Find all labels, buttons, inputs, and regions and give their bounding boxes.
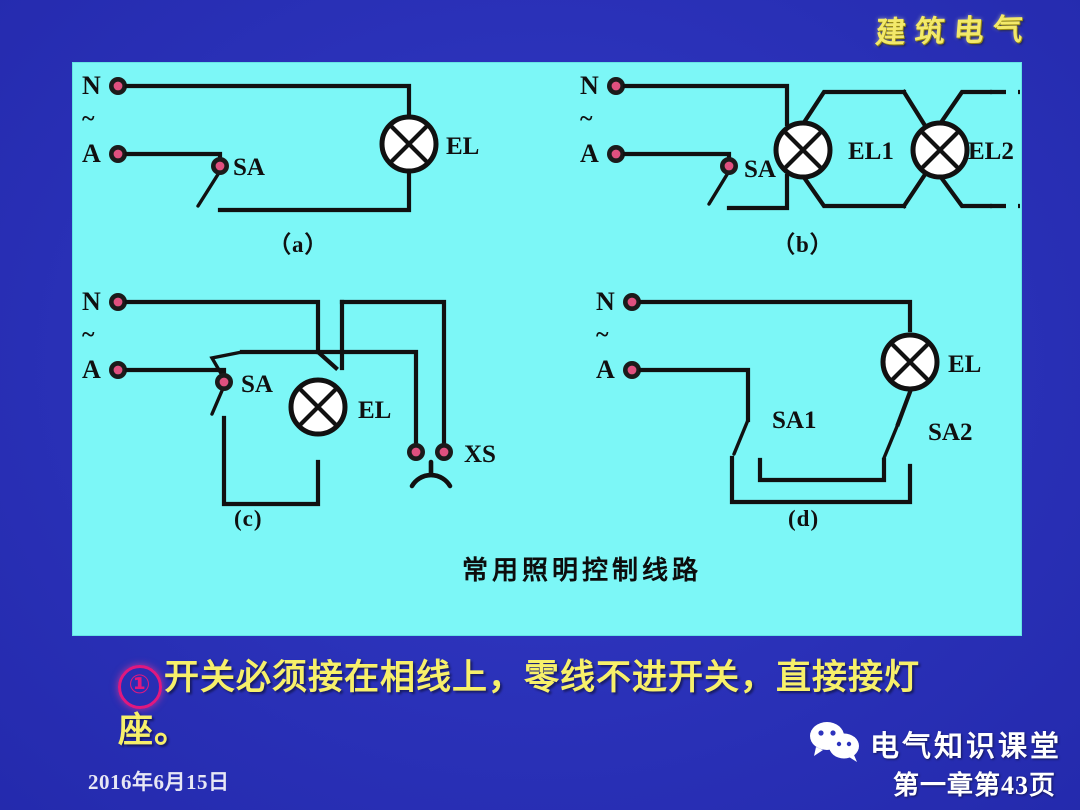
wechat-account-name: 电气知识课堂: [869, 728, 1062, 763]
device-label-EL-d: EL: [948, 351, 981, 378]
lead-EL2-bottom-out: [937, 173, 993, 209]
subfigure-label-b: （b）: [772, 231, 834, 257]
wire-live-to-socket-c: [239, 349, 419, 451]
device-label-EL1-b: EL1: [848, 138, 894, 165]
terminal-label-supply-d: ~: [596, 322, 609, 348]
subfigure-b: N ~ A: [580, 71, 1020, 257]
terminal-dot-A-b: [607, 145, 625, 163]
wechat-footer: 电气知识课堂 第一章第43页: [808, 720, 1062, 802]
bullet-marker: ①: [118, 665, 162, 709]
figure-caption: 常用照明控制线路: [462, 555, 702, 586]
terminal-label-N-d: N: [596, 287, 615, 316]
lamp-EL-c: [291, 380, 345, 434]
page-label: 第一章第43页: [892, 771, 1056, 800]
lamp-EL1-b: [776, 123, 830, 177]
device-label-SA-b: SA: [744, 156, 776, 183]
terminal-label-A-c: A: [82, 355, 101, 384]
wire-switch-to-lamp-c: [221, 415, 321, 507]
switch-pivot-SA-c: [215, 373, 233, 391]
terminal-label-supply-c: ~: [82, 322, 95, 348]
lamp-EL2-b: [913, 123, 967, 177]
terminal-label-supply-a: ~: [82, 106, 95, 132]
device-label-SA-c: SA: [241, 371, 273, 398]
circuit-diagram-svg: N ~ A SA EL （a） N: [82, 71, 1020, 586]
terminal-label-supply-b: ~: [580, 106, 593, 132]
terminal-label-A-a: A: [82, 139, 101, 168]
terminal-dot-A-a: [109, 145, 127, 163]
wire-neutral-b: [622, 83, 790, 127]
subfigure-c: N ~ A: [82, 287, 496, 531]
terminal-dot-A-d: [623, 361, 641, 379]
wire-switch-to-lamp-a: [217, 169, 412, 213]
device-label-EL-a: EL: [446, 133, 479, 160]
socket-arc-XS-c: [409, 472, 453, 489]
wire-live-d: [638, 367, 751, 423]
lead-EL2-bottom-in: [901, 173, 927, 209]
terminal-label-A-d: A: [596, 355, 615, 384]
wire-neutral-a: [124, 83, 412, 120]
lead-EL2-top-in: [901, 89, 927, 127]
wire-neutral-to-socket-c: [339, 299, 447, 451]
socket-terminal-left-c: [407, 443, 425, 461]
traveller-lower-d: [729, 455, 913, 505]
device-label-SA1-d: SA1: [772, 407, 816, 434]
switch-pivot-SA-a: [211, 157, 229, 175]
socket-terminal-right-c: [435, 443, 453, 461]
lamp-EL-d: [883, 335, 937, 389]
lead-EL2-top-out: [937, 89, 993, 127]
wire-live-a: [124, 151, 223, 169]
terminal-dot-N-b: [607, 77, 625, 95]
wire-neutral-d: [638, 299, 913, 333]
wire-neutral-c: [124, 299, 321, 355]
terminal-dot-N-a: [109, 77, 127, 95]
terminal-dot-N-d: [623, 293, 641, 311]
slide-date: 2016年6月15日: [88, 770, 230, 794]
lamp-EL-a: [382, 117, 436, 171]
device-label-SA2-d: SA2: [928, 419, 972, 446]
traveller-upper-d: [757, 457, 887, 483]
switch-blade-SA2-d: [882, 422, 900, 460]
subfigure-label-a: （a）: [268, 231, 329, 257]
device-label-SA-a: SA: [233, 154, 265, 181]
lead-EL1-bottom: [800, 173, 907, 209]
lead-EL-top-c: [315, 349, 339, 371]
course-brand-title: 建筑电气: [874, 12, 1034, 51]
terminal-label-A-b: A: [580, 139, 599, 168]
wechat-name-row: 电气知识课堂: [808, 720, 1062, 767]
wire-SA2-to-lamp-d: [895, 389, 913, 427]
device-label-EL2-b: EL2: [968, 138, 1014, 165]
terminal-label-N-b: N: [580, 71, 599, 100]
terminal-label-N-c: N: [82, 287, 101, 316]
figure-panel: N ~ A SA EL （a） N: [72, 62, 1022, 636]
terminal-dot-A-c: [109, 361, 127, 379]
subfigure-a: N ~ A SA EL （a）: [82, 71, 479, 257]
lead-EL1-top: [800, 89, 907, 127]
bullet-text: 开关必须接在相线上，零线不进开关，直接接灯座。: [118, 658, 921, 751]
subfigure-d: N ~ A SA1 SA2 EL (d: [596, 287, 981, 531]
terminal-dot-N-c: [109, 293, 127, 311]
wire-live-b: [622, 151, 732, 169]
wire-switch-to-lamps-b: [726, 173, 790, 211]
subfigure-label-c: (c): [234, 506, 263, 531]
device-label-XS-c: XS: [464, 441, 496, 468]
switch-pivot-SA-b: [720, 157, 738, 175]
wechat-icon: [808, 720, 862, 767]
switch-blade-SA1-d: [732, 418, 750, 456]
wire-live-c: [124, 367, 227, 385]
terminal-label-N-a: N: [82, 71, 101, 100]
device-label-EL-c: EL: [358, 397, 391, 424]
subfigure-label-d: (d): [788, 506, 819, 531]
